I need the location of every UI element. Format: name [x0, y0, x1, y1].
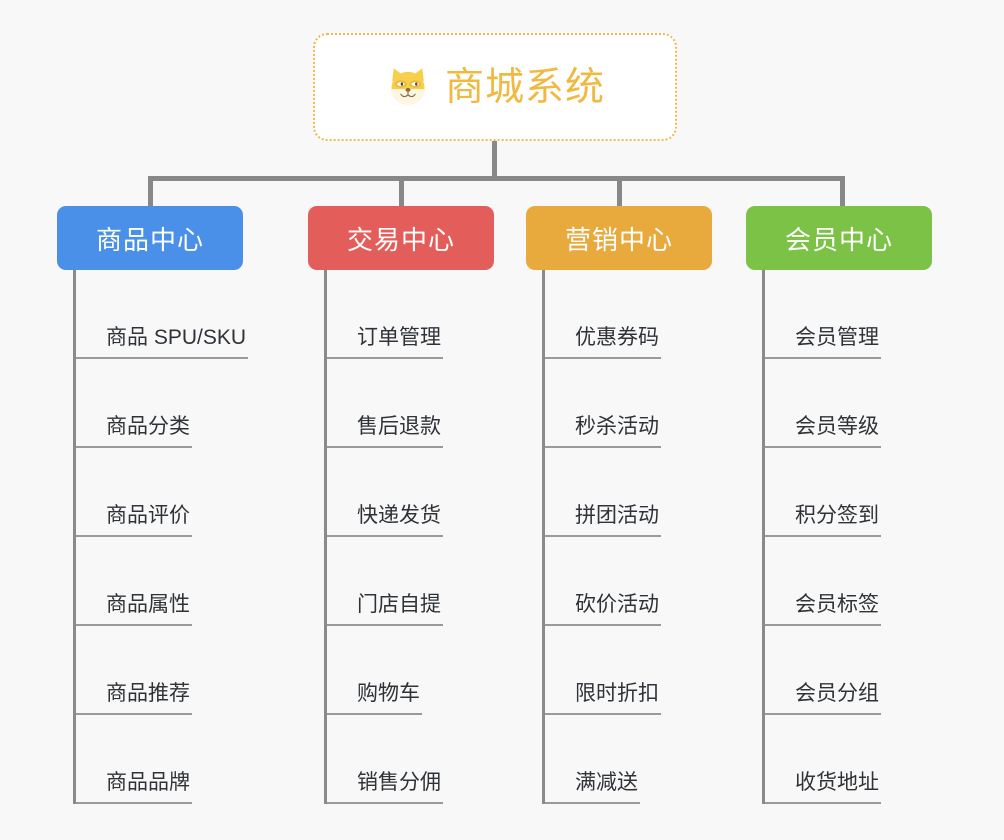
leaf-column-member-center: 会员管理 会员等级 积分签到 会员标签 会员分组 收货地址 — [762, 270, 972, 804]
list-item[interactable]: 限时折扣 — [545, 626, 752, 715]
root-node-shop-system[interactable]: 商城系统 — [313, 33, 677, 141]
category-label-member-center: 会员中心 — [784, 224, 893, 255]
leaf-label: 会员标签 — [765, 594, 881, 626]
list-item[interactable]: 购物车 — [327, 626, 534, 715]
list-item[interactable]: 积分签到 — [765, 448, 972, 537]
leaf-label: 拼团活动 — [545, 505, 661, 537]
list-item[interactable]: 会员标签 — [765, 537, 972, 626]
leaf-label: 砍价活动 — [545, 594, 661, 626]
category-box-product-center[interactable]: 商品中心 — [57, 206, 243, 270]
leaf-column-product-center: 商品 SPU/SKU 商品分类 商品评价 商品属性 商品推荐 商品品牌 — [73, 270, 283, 804]
connector-drop-product-center — [148, 176, 153, 207]
leaf-label: 快递发货 — [327, 505, 443, 537]
leaf-label: 商品评价 — [76, 505, 192, 537]
list-item[interactable]: 优惠券码 — [545, 270, 752, 359]
list-item[interactable]: 收货地址 — [765, 715, 972, 804]
leaf-label: 限时折扣 — [545, 683, 661, 715]
leaf-label: 购物车 — [327, 683, 422, 715]
leaf-column-marketing-center: 优惠券码 秒杀活动 拼团活动 砍价活动 限时折扣 满减送 — [542, 270, 752, 804]
category-label-marketing-center: 营销中心 — [564, 224, 673, 255]
list-item[interactable]: 商品属性 — [76, 537, 283, 626]
list-item[interactable]: 会员分组 — [765, 626, 972, 715]
category-label-trade-center: 交易中心 — [346, 224, 455, 255]
list-item[interactable]: 拼团活动 — [545, 448, 752, 537]
list-item[interactable]: 订单管理 — [327, 270, 534, 359]
leaf-label: 销售分佣 — [327, 772, 443, 804]
category-box-trade-center[interactable]: 交易中心 — [308, 206, 494, 270]
leaf-label: 会员管理 — [765, 327, 881, 359]
list-item[interactable]: 商品推荐 — [76, 626, 283, 715]
list-item[interactable]: 商品 SPU/SKU — [76, 270, 283, 359]
list-item[interactable]: 商品分类 — [76, 359, 283, 448]
list-item[interactable]: 满减送 — [545, 715, 752, 804]
leaf-label: 满减送 — [545, 772, 640, 804]
category-box-member-center[interactable]: 会员中心 — [746, 206, 932, 270]
leaf-label: 商品品牌 — [76, 772, 192, 804]
connector-drop-marketing-center — [617, 176, 622, 207]
leaf-column-trade-center: 订单管理 售后退款 快递发货 门店自提 购物车 销售分佣 — [324, 270, 534, 804]
leaf-label: 门店自提 — [327, 594, 443, 626]
list-item[interactable]: 秒杀活动 — [545, 359, 752, 448]
list-item[interactable]: 会员管理 — [765, 270, 972, 359]
connector-horizontal-bus — [148, 176, 845, 181]
shiba-dog-icon — [391, 68, 425, 105]
list-item[interactable]: 砍价活动 — [545, 537, 752, 626]
leaf-label: 商品属性 — [76, 594, 192, 626]
list-item[interactable]: 商品评价 — [76, 448, 283, 537]
leaf-label: 积分签到 — [765, 505, 881, 537]
list-item[interactable]: 售后退款 — [327, 359, 534, 448]
list-item[interactable]: 销售分佣 — [327, 715, 534, 804]
leaf-label: 商品分类 — [76, 416, 192, 448]
list-item[interactable]: 会员等级 — [765, 359, 972, 448]
list-item[interactable]: 门店自提 — [327, 537, 534, 626]
leaf-label: 会员分组 — [765, 683, 881, 715]
list-item[interactable]: 商品品牌 — [76, 715, 283, 804]
connector-root-stem — [492, 141, 497, 178]
leaf-label: 会员等级 — [765, 416, 881, 448]
leaf-label: 收货地址 — [765, 772, 881, 804]
connector-drop-member-center — [840, 176, 845, 207]
leaf-label: 商品 SPU/SKU — [76, 327, 249, 359]
category-label-product-center: 商品中心 — [95, 224, 204, 255]
leaf-label: 订单管理 — [327, 327, 443, 359]
leaf-label: 优惠券码 — [545, 327, 661, 359]
leaf-label: 商品推荐 — [76, 683, 192, 715]
connector-drop-trade-center — [399, 176, 404, 207]
category-box-marketing-center[interactable]: 营销中心 — [526, 206, 712, 270]
leaf-label: 售后退款 — [327, 416, 443, 448]
root-node-title: 商城系统 — [444, 65, 605, 109]
list-item[interactable]: 快递发货 — [327, 448, 534, 537]
leaf-label: 秒杀活动 — [545, 416, 661, 448]
